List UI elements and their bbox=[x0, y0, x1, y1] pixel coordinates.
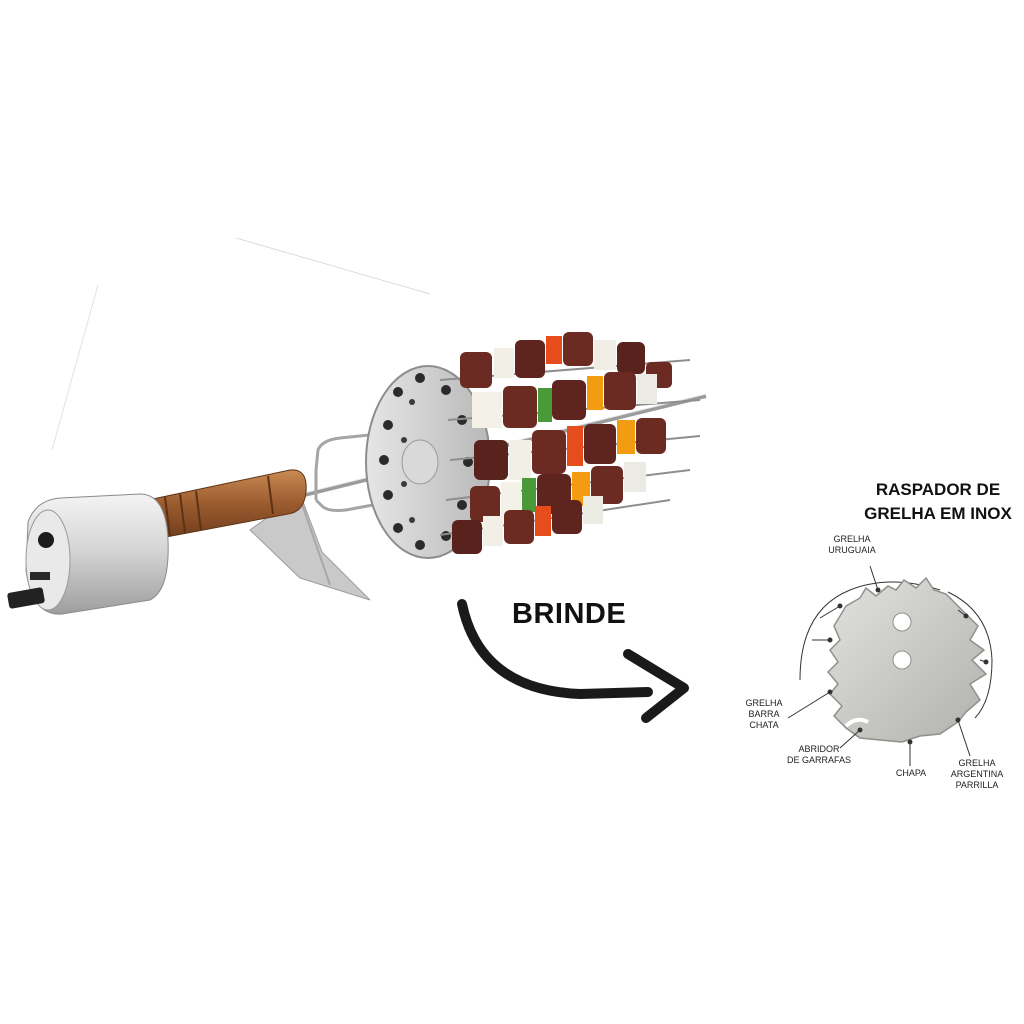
motor-housing bbox=[7, 493, 169, 615]
power-switch bbox=[38, 532, 54, 548]
rotisserie-illustration bbox=[7, 332, 707, 615]
callout-abridor-de-garrafas: ABRIDOR DE GARRAFAS bbox=[786, 744, 851, 765]
kebab-skewers bbox=[439, 332, 701, 554]
gift-label: BRINDE bbox=[512, 598, 627, 630]
grill-scraper-illustration bbox=[787, 565, 993, 766]
callout-grelha-uruguaia: GRELHA URUGUAIA bbox=[828, 534, 876, 555]
callout-grelha-argentina-parrilla: GRELHA ARGENTINA PARRILLA bbox=[950, 758, 1004, 790]
fork-prongs bbox=[314, 430, 401, 512]
scraper-title-line2: GRELHA EM INOX bbox=[864, 504, 1012, 523]
wooden-handle bbox=[147, 469, 307, 541]
curved-arrow-icon bbox=[457, 599, 689, 723]
callout-chapa: CHAPA bbox=[895, 768, 927, 778]
callout-grelha-barra-chata: GRELHA BARRA CHATA bbox=[745, 698, 783, 730]
scraper-title: RASPADOR DE GRELHA EM INOX bbox=[848, 478, 1024, 526]
power-cable-plug bbox=[7, 587, 45, 609]
scraper-title-line1: RASPADOR DE bbox=[875, 480, 1001, 499]
